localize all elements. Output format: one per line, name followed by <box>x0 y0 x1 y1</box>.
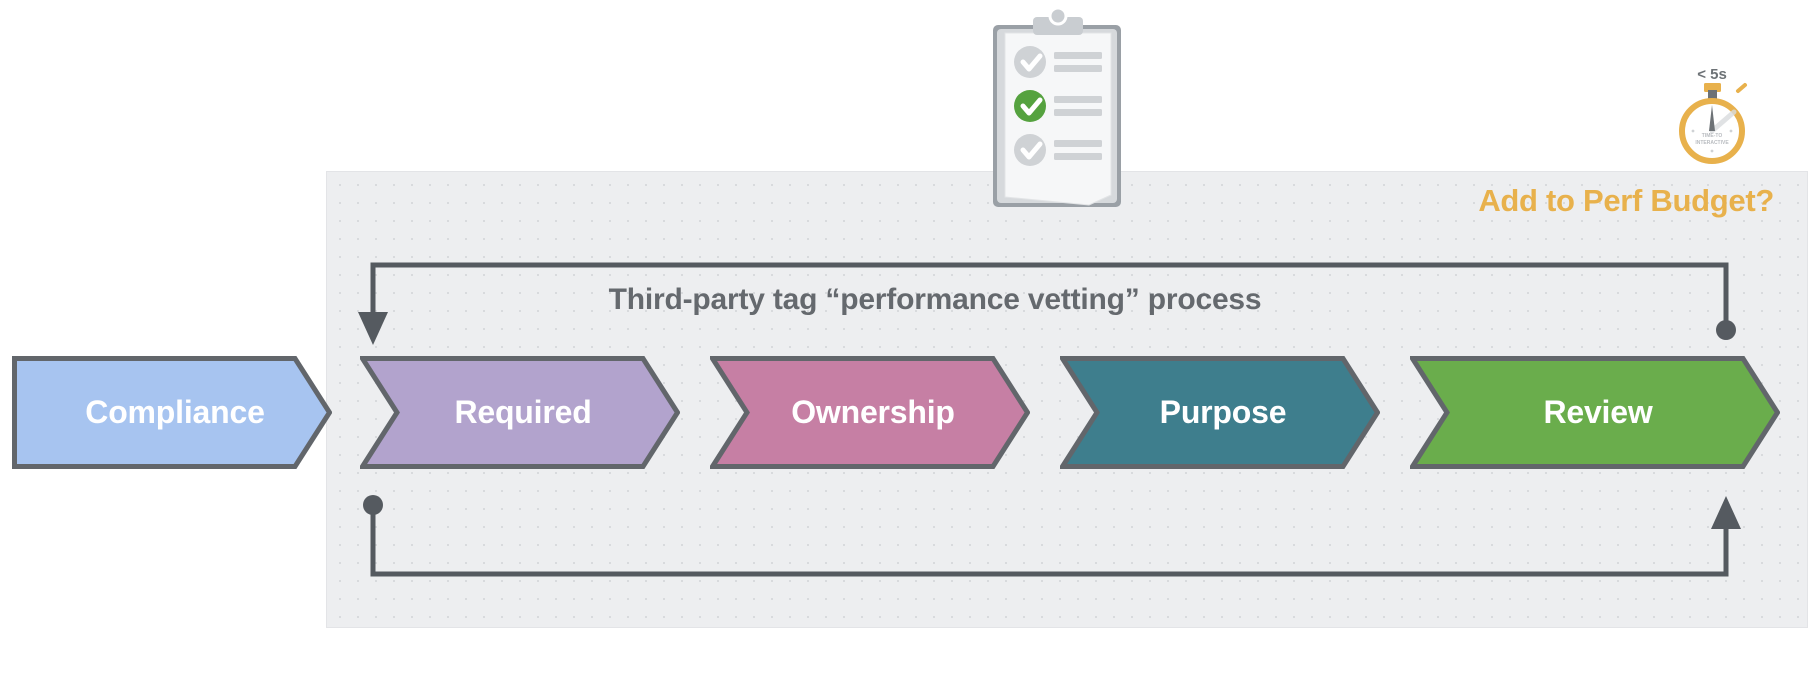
process-step-purpose[interactable]: Purpose <box>1060 356 1380 469</box>
stopwatch-icon: < 5s TIME-TO INTERACTIVE <box>1660 63 1765 173</box>
stopwatch-caption: < 5s <box>1697 66 1727 83</box>
process-step-review[interactable]: Review <box>1410 356 1780 469</box>
loop-bottom-arrowhead <box>1711 496 1741 529</box>
chevron-shape-ownership <box>710 356 1030 469</box>
feedback-loop-bottom <box>363 495 1741 577</box>
process-step-label: Ownership <box>791 394 955 430</box>
perf-budget-label: Add to Perf Budget? <box>1478 183 1774 218</box>
chevron-shape-purpose <box>1060 356 1380 469</box>
stopwatch-dial-line-2: INTERACTIVE <box>1695 140 1729 146</box>
feedback-loop-top <box>358 262 1736 345</box>
process-step-label: Required <box>454 394 592 430</box>
process-step-label: Compliance <box>85 394 265 430</box>
chevron-shape-required <box>360 356 680 469</box>
clipboard-checklist-icon <box>985 5 1130 220</box>
process-step-ownership[interactable]: Ownership <box>710 356 1030 469</box>
loop-bottom-dot <box>363 495 383 515</box>
chevron-shape-review <box>1410 356 1780 469</box>
process-step-label: Purpose <box>1159 394 1287 430</box>
stopwatch-dial-line-1: TIME-TO <box>1702 133 1723 139</box>
process-step-required[interactable]: Required <box>360 356 680 469</box>
process-step-label: Review <box>1543 394 1653 430</box>
process-step-list: Compliance Required Ownership <box>0 356 1810 472</box>
process-title: Third-party tag “performance vetting” pr… <box>608 283 1262 316</box>
loop-top-arrowhead <box>358 312 388 345</box>
loop-top-dot <box>1716 320 1736 340</box>
process-step-compliance[interactable]: Compliance <box>12 356 332 469</box>
chevron-shape-compliance <box>12 356 332 469</box>
